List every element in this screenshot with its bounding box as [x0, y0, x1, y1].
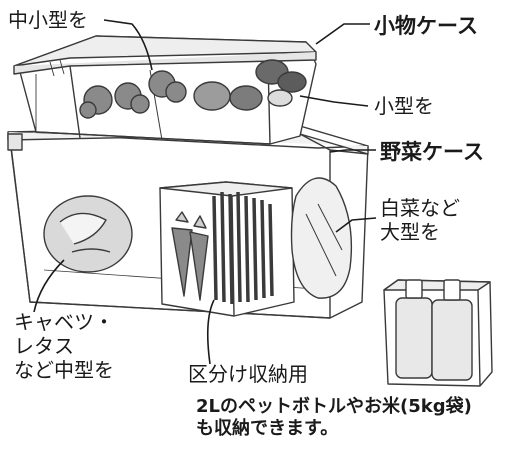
label-bottle-note: 2Lのペットボトルやお米(5kg袋) も収納できます。	[196, 396, 472, 439]
broccoli-group	[79, 70, 187, 119]
carrots	[171, 211, 209, 301]
leader-cabbage	[33, 259, 65, 313]
label-vegetable-case: 野菜ケース	[380, 140, 484, 164]
leader-small-case	[315, 23, 370, 45]
small-produce	[193, 59, 307, 111]
label-small-medium: 中小型を	[8, 8, 88, 32]
leader-napa	[335, 217, 377, 233]
leader-small-medium	[103, 19, 153, 71]
leader-vegetable-case	[329, 149, 376, 153]
leader-lines	[33, 19, 377, 365]
napa-cabbage	[290, 177, 353, 299]
asparagus	[212, 191, 274, 305]
label-small-case: 小物ケース	[374, 14, 478, 38]
leader-small-type	[299, 95, 369, 107]
label-small-type: 小型を	[374, 94, 434, 118]
bottles-box	[383, 279, 493, 387]
label-napa-large: 白菜など 大型を	[380, 196, 460, 244]
label-divided-storage: 区分け収納用	[188, 362, 308, 386]
divider-box	[159, 181, 295, 317]
cabbage	[43, 195, 133, 273]
leader-divided	[206, 299, 215, 365]
label-cabbage-medium: キャベツ・ レタス など中型を	[14, 310, 114, 382]
